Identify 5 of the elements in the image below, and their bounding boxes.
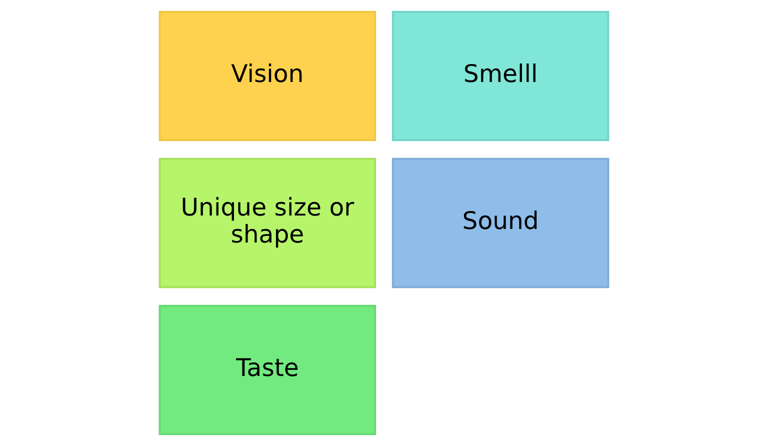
node-box: Smelll [392,10,610,142]
node-box: Taste [158,304,376,436]
node-box: Unique size or shape [158,158,376,288]
node-box: Sound [392,158,610,288]
node-box: Vision [158,10,376,142]
